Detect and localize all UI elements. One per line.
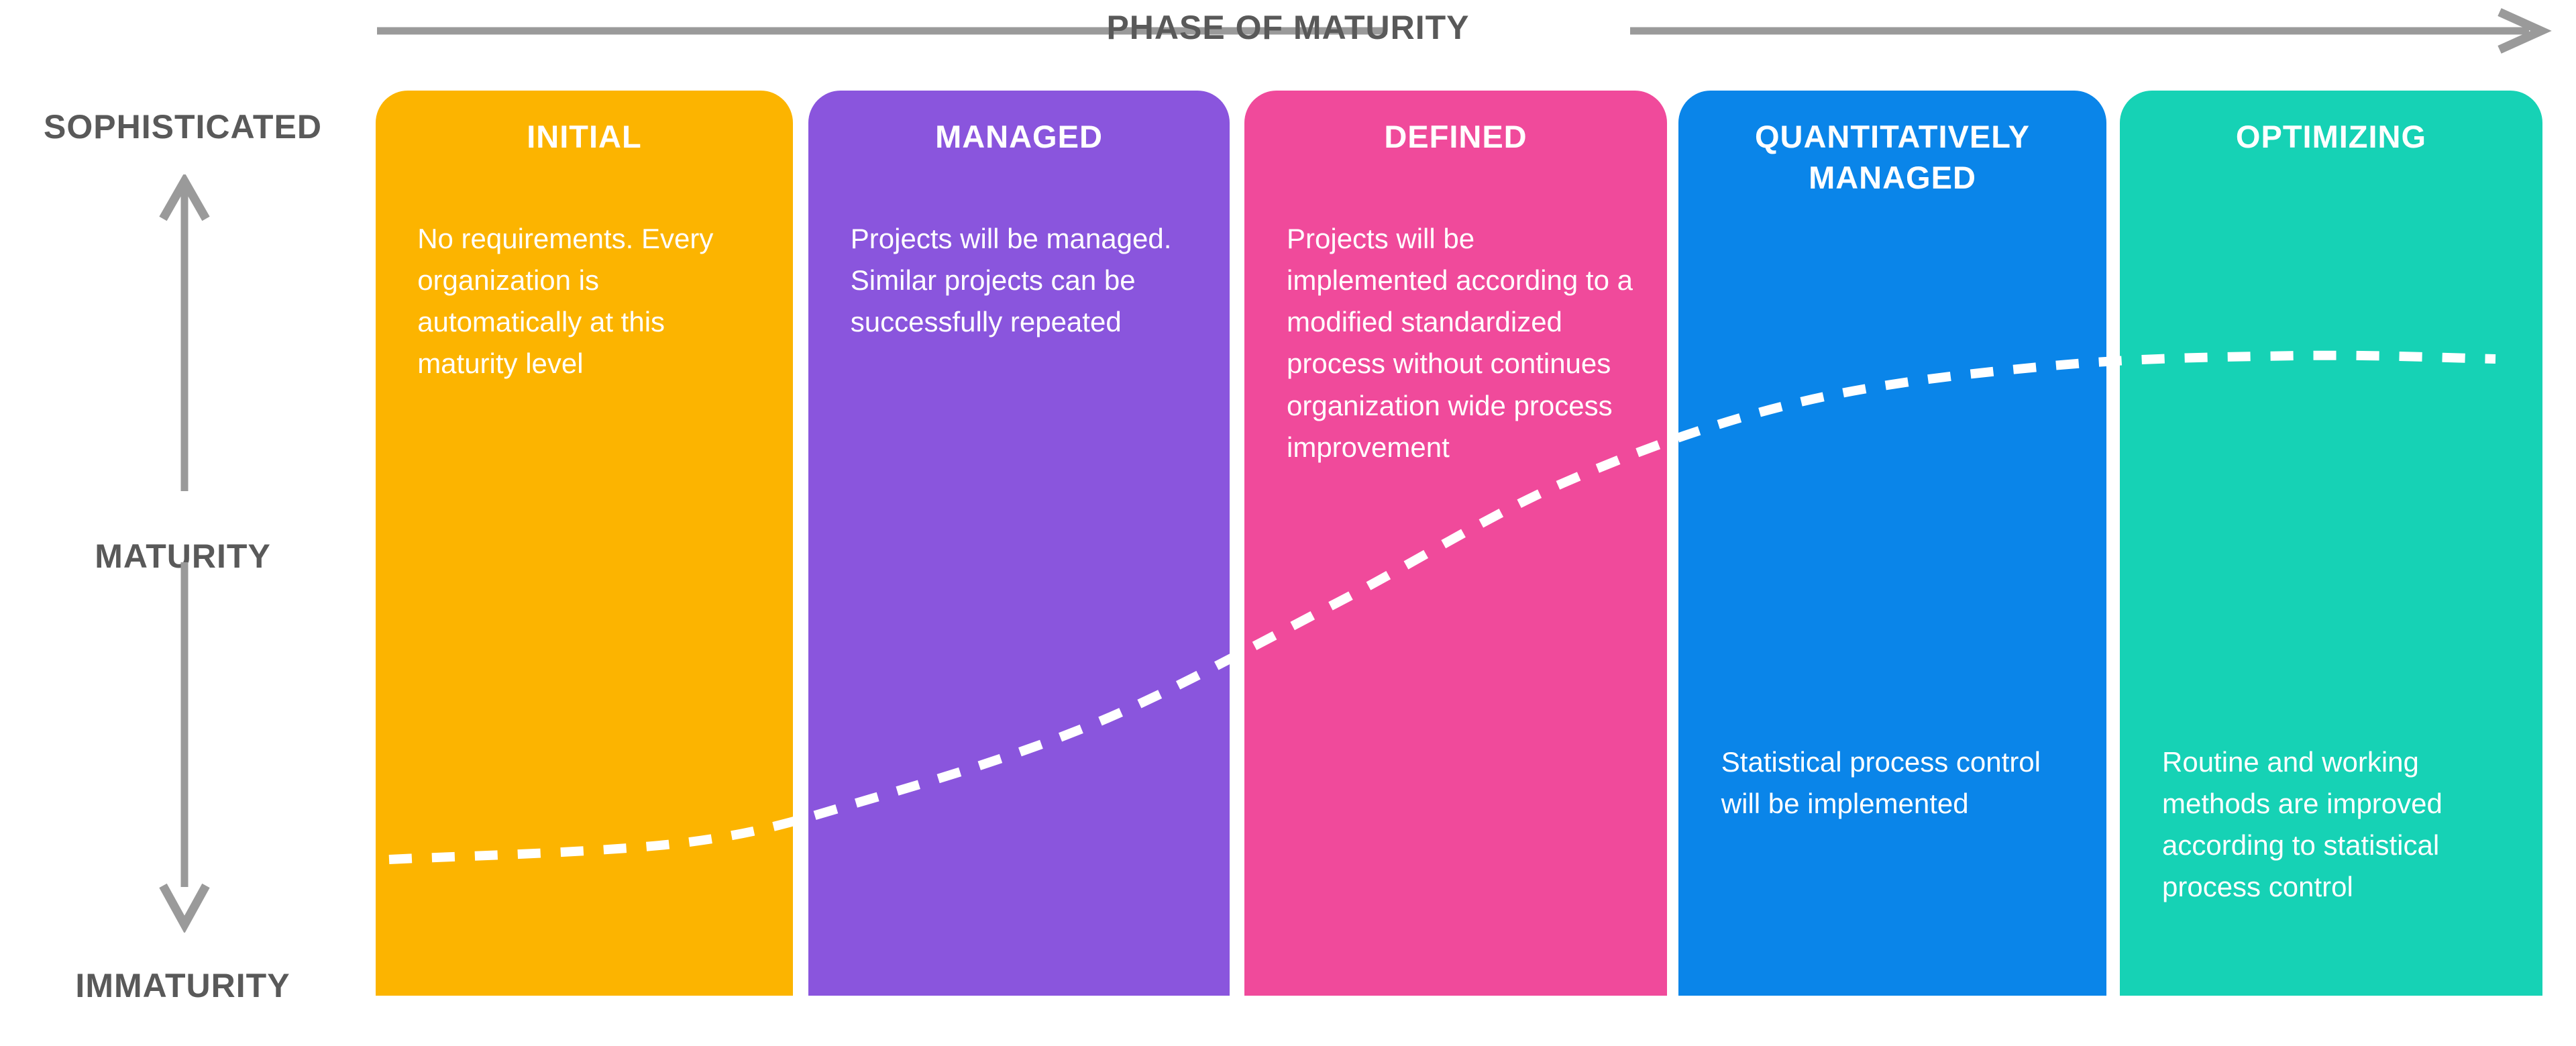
maturity-column-quantitatively-managed[interactable]: QUANTITATIVELY MANAGED Statistical proce…: [1678, 91, 2106, 996]
column-title: MANAGED: [935, 119, 1103, 154]
double-arrow-icon: [159, 172, 210, 934]
top-axis-label: PHASE OF MATURITY: [1106, 9, 1470, 46]
axis-label-sophisticated: SOPHISTICATED: [44, 108, 322, 146]
axis-label-immaturity: IMMATURITY: [75, 967, 290, 1004]
column-title: DEFINED: [1384, 119, 1527, 154]
column-title: INITIAL: [527, 119, 642, 154]
maturity-axis: [127, 172, 241, 934]
column-body-text: Projects will be managed. Similar projec…: [850, 223, 1172, 338]
maturity-column-defined[interactable]: DEFINED Projects will be implemented acc…: [1244, 91, 1667, 996]
maturity-column-managed[interactable]: MANAGED Projects will be managed. Simila…: [808, 91, 1230, 996]
column-body-text: Projects will be implemented according t…: [1287, 223, 1633, 463]
maturity-column-initial[interactable]: INITIAL No requirements. Every organizat…: [376, 91, 793, 996]
column-title: OPTIMIZING: [2235, 119, 2427, 154]
column-body-text: No requirements. Every organization is a…: [417, 223, 714, 380]
top-axis: PHASE OF MATURITY: [0, 0, 2576, 67]
maturity-column-optimizing[interactable]: OPTIMIZING Routine and working methods a…: [2120, 91, 2542, 996]
column-body-text: Routine and working methods are improved…: [2162, 746, 2443, 903]
top-arrow-icon: [377, 8, 2552, 54]
column-body-text: Statistical process control will be impl…: [1721, 746, 2041, 820]
column-title: QUANTITATIVELY MANAGED: [1754, 119, 2030, 196]
